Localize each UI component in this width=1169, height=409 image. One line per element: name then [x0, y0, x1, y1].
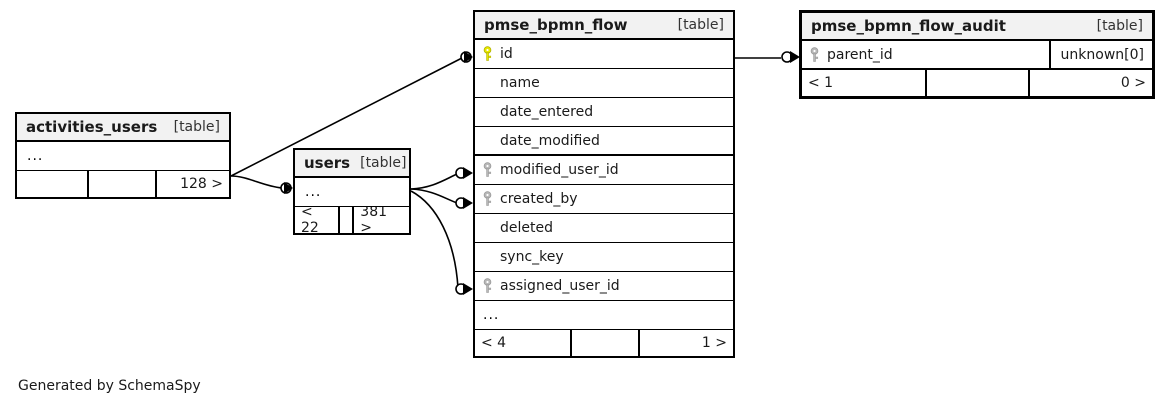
table-pmse-bpmn-flow[interactable]: pmse_bpmn_flow [table] id name date_ente…: [473, 10, 735, 358]
column-label: created_by: [500, 191, 578, 207]
footer-middle: [86, 171, 157, 197]
footer-prev-count[interactable]: < 4: [481, 335, 507, 351]
connector-circle-flow-id: [460, 51, 472, 63]
crowsfoot-created-by: [463, 197, 473, 209]
connector-circle-created-by: [455, 197, 467, 209]
table-row[interactable]: deleted: [475, 214, 733, 243]
footer-middle: [570, 330, 641, 356]
table-row[interactable]: parent_id unknown[0]: [802, 41, 1152, 70]
table-footer-pmse-bpmn-flow: < 4 1 >: [475, 330, 733, 356]
table-row[interactable]: modified_user_id: [475, 156, 733, 185]
table-activities-users[interactable]: activities_users [table] ... 128 >: [15, 112, 231, 199]
edge-users-to-assigned-user-id: [410, 190, 459, 289]
column-label: date_entered: [500, 104, 594, 120]
footer-prev-count[interactable]: < 22: [301, 207, 319, 233]
column-label: ...: [483, 307, 500, 323]
table-row[interactable]: id: [475, 40, 733, 69]
crowsfoot-modified-user-id: [463, 167, 473, 179]
foreign-key-icon: [808, 46, 821, 63]
table-header-pmse-bpmn-flow-audit: pmse_bpmn_flow_audit [table]: [802, 13, 1152, 41]
crowsfoot-assigned-user-id: [463, 283, 473, 295]
column-label: name: [500, 75, 540, 91]
table-title: activities_users: [26, 118, 158, 136]
footer-middle: [338, 207, 355, 233]
edge-users-to-modified-user-id: [410, 173, 458, 190]
column-label: ...: [305, 184, 322, 200]
table-row[interactable]: ...: [17, 142, 229, 171]
table-users[interactable]: users [table] ... < 22 381 >: [293, 148, 411, 235]
connector-circle-modified-user-id: [455, 167, 467, 179]
foreign-key-icon: [481, 191, 494, 207]
footer-prev-count[interactable]: < 1: [808, 75, 834, 91]
table-type-tag: [table]: [1096, 18, 1143, 34]
table-type-tag: [table]: [360, 155, 407, 171]
table-row[interactable]: name: [475, 69, 733, 98]
connector-circle-audit-parent-id: [781, 51, 793, 63]
column-label: modified_user_id: [500, 162, 619, 178]
table-row[interactable]: date_modified: [475, 127, 733, 156]
table-title: users: [304, 154, 351, 172]
column-label: assigned_user_id: [500, 278, 620, 294]
foreign-key-icon: [481, 162, 494, 178]
table-footer-users: < 22 381 >: [295, 207, 409, 233]
footer-next-count[interactable]: 128 >: [180, 176, 223, 192]
table-footer-pmse-bpmn-flow-audit: < 1 0 >: [802, 70, 1152, 96]
table-row[interactable]: assigned_user_id: [475, 272, 733, 301]
table-row[interactable]: sync_key: [475, 243, 733, 272]
column-label: sync_key: [500, 249, 564, 265]
table-title: pmse_bpmn_flow_audit: [811, 17, 1006, 35]
column-type: unknown[0]: [1048, 41, 1146, 68]
table-title: pmse_bpmn_flow: [484, 16, 628, 34]
crowsfoot-users-left: [284, 182, 293, 194]
edge-activities-users-to-users: [230, 175, 283, 189]
table-pmse-bpmn-flow-audit[interactable]: pmse_bpmn_flow_audit [table] parent_id u…: [799, 10, 1155, 99]
table-header-activities-users: activities_users [table]: [17, 114, 229, 142]
table-row[interactable]: date_entered: [475, 98, 733, 127]
table-type-tag: [table]: [173, 119, 220, 135]
table-header-users: users [table]: [295, 150, 409, 178]
column-label: deleted: [500, 220, 553, 236]
column-label: parent_id: [827, 46, 893, 63]
footer-prev-count[interactable]: [17, 171, 87, 197]
table-footer-activities-users: 128 >: [17, 171, 229, 197]
crowsfoot-flow-id: [464, 51, 473, 63]
footer-next-count[interactable]: 1 >: [701, 335, 727, 351]
generated-by-caption: Generated by SchemaSpy: [18, 378, 201, 394]
table-row[interactable]: ...: [295, 178, 409, 207]
primary-key-icon: [481, 46, 494, 62]
column-label: id: [500, 46, 513, 62]
footer-middle: [924, 70, 1030, 96]
foreign-key-icon: [481, 278, 494, 294]
edge-users-to-created-by: [410, 188, 458, 204]
table-type-tag: [table]: [677, 17, 724, 33]
table-row[interactable]: ...: [475, 301, 733, 330]
column-label: ...: [27, 148, 44, 164]
footer-next-count[interactable]: 381 >: [360, 207, 388, 233]
connector-circle-users-left: [280, 182, 292, 194]
table-row[interactable]: created_by: [475, 185, 733, 214]
table-header-pmse-bpmn-flow: pmse_bpmn_flow [table]: [475, 12, 733, 40]
connector-circle-assigned-user-id: [455, 283, 467, 295]
footer-next-count[interactable]: 0 >: [1120, 75, 1146, 91]
column-label: date_modified: [500, 132, 600, 149]
